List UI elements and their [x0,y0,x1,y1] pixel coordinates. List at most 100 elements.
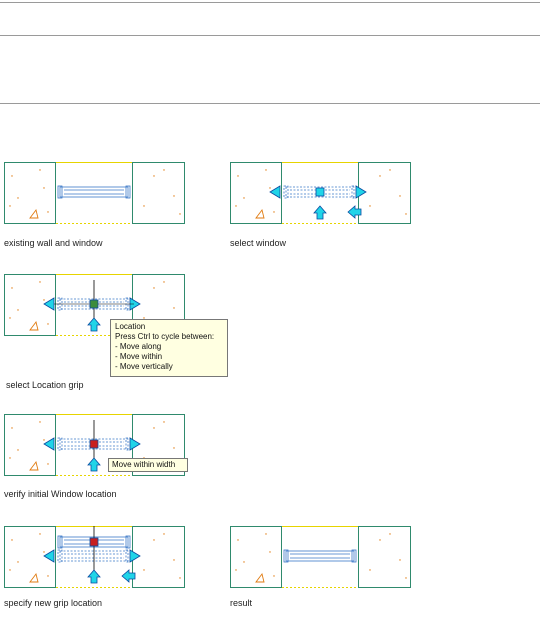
drawing-layer [4,414,185,476]
window-jamb-left [57,549,63,563]
window-jamb-right [125,185,131,199]
panel-select-window [230,162,412,224]
grip-arrow-right-icon [129,437,141,451]
wall-hatch-dot-icon [237,175,239,177]
wall-hatch-dot-icon [173,447,175,449]
wall-hatch-dot-icon [39,421,41,423]
wall-hatch-dot-icon [235,205,237,207]
wall-hatch-dot-icon [153,175,155,177]
left-wall-segment [4,162,56,224]
wall-hatch-dot-icon [47,463,49,465]
wall-hatch-triangle-icon [29,320,39,331]
wall-hatch-dot-icon [47,211,49,213]
drawing-layer [230,162,411,224]
left-wall-segment [230,162,282,224]
wall-hatch-dot-icon [265,533,267,535]
grip-arrow-left-icon [43,437,55,451]
panel-result [230,526,412,588]
right-wall-segment [132,162,185,224]
wall-hatch-dot-icon [163,169,165,171]
grip-arrow-up-icon [87,317,101,332]
wall-hatch-dot-icon [9,317,11,319]
right-wall-segment [358,162,411,224]
wall-hatch-dot-icon [47,575,49,577]
panel-verify-window-location [4,414,186,476]
window-jamb-left [57,185,63,199]
window-jamb-left [283,549,289,563]
location-grip-icon [315,187,325,197]
wall-hatch-dot-icon [11,427,13,429]
wall-hatch-dot-icon [273,575,275,577]
left-wall-segment [4,274,56,336]
wall-hatch-dot-icon [17,309,19,311]
wall-hatch-dot-icon [43,551,45,553]
wall-hatch-dot-icon [39,533,41,535]
wall-hatch-dot-icon [11,287,13,289]
wall-hatch-dot-icon [47,323,49,325]
wall-hatch-dot-icon [173,195,175,197]
location-grip-icon [89,299,99,309]
wall-hatch-dot-icon [39,169,41,171]
wall-hatch-dot-icon [9,205,11,207]
top-rule [0,2,540,3]
window-jamb-right [351,185,357,199]
panel-specify-new-grip-location [4,526,186,588]
wall-hatch-dot-icon [17,197,19,199]
window-jamb-left [57,535,63,549]
window-plan-drawing [4,526,185,588]
window-plan-drawing [230,526,411,588]
right-wall-segment [132,526,185,588]
location-grip-icon [89,537,99,547]
wall-hatch-dot-icon [243,561,245,563]
wall-hatch-dot-icon [269,551,271,553]
wall-hatch-dot-icon [379,175,381,177]
wall-hatch-dot-icon [179,213,181,215]
wall-hatch-dot-icon [369,569,371,571]
wall-hatch-triangle-icon [29,572,39,583]
left-wall-segment [4,414,56,476]
wall-hatch-dot-icon [153,539,155,541]
window-plan-drawing [230,162,411,224]
lower-rule [0,103,540,104]
caption-select-window: select window [230,238,287,248]
move-within-tooltip: Move within width [108,458,188,472]
wall-hatch-dot-icon [143,317,145,319]
wall-hatch-dot-icon [43,439,45,441]
window-frame [285,186,355,198]
wall-hatch-dot-icon [17,449,19,451]
grip-arrow-up-icon [87,569,101,584]
wall-hatch-dot-icon [399,195,401,197]
left-wall-segment [230,526,282,588]
grip-arrow-right-icon [355,185,367,199]
wall-hatch-dot-icon [11,539,13,541]
window-plan-drawing [4,414,185,476]
window-jamb-right [125,437,131,451]
grip-arrow-right-icon [129,549,141,563]
wall-hatch-dot-icon [173,559,175,561]
window-jamb-right [351,549,357,563]
caption-select-location-grip: select Location grip [6,380,84,390]
drawing-layer [4,162,185,224]
caption-existing-wall-and-window: existing wall and window [4,238,103,248]
window-jamb-right [125,549,131,563]
wall-hatch-triangle-icon [255,208,265,219]
wall-hatch-dot-icon [405,213,407,215]
wall-hatch-dot-icon [265,169,267,171]
wall-hatch-triangle-icon [255,572,265,583]
grip-arrow-left-icon [43,549,55,563]
tooltip-title: Location [115,322,146,331]
grip-arrow-left-icon [43,297,55,311]
wall-hatch-dot-icon [273,211,275,213]
wall-hatch-dot-icon [235,569,237,571]
wall-hatch-dot-icon [389,533,391,535]
grip-arrow-left-icon [269,185,281,199]
tooltip-line-3: - Move within [115,352,163,361]
flip-grip-icon [121,569,136,583]
flip-grip-icon [347,205,362,219]
wall-hatch-dot-icon [269,187,271,189]
wall-hatch-dot-icon [379,539,381,541]
wall-hatch-dot-icon [153,427,155,429]
wall-hatch-dot-icon [9,457,11,459]
caption-verify-window-location: verify initial Window location [4,489,117,499]
